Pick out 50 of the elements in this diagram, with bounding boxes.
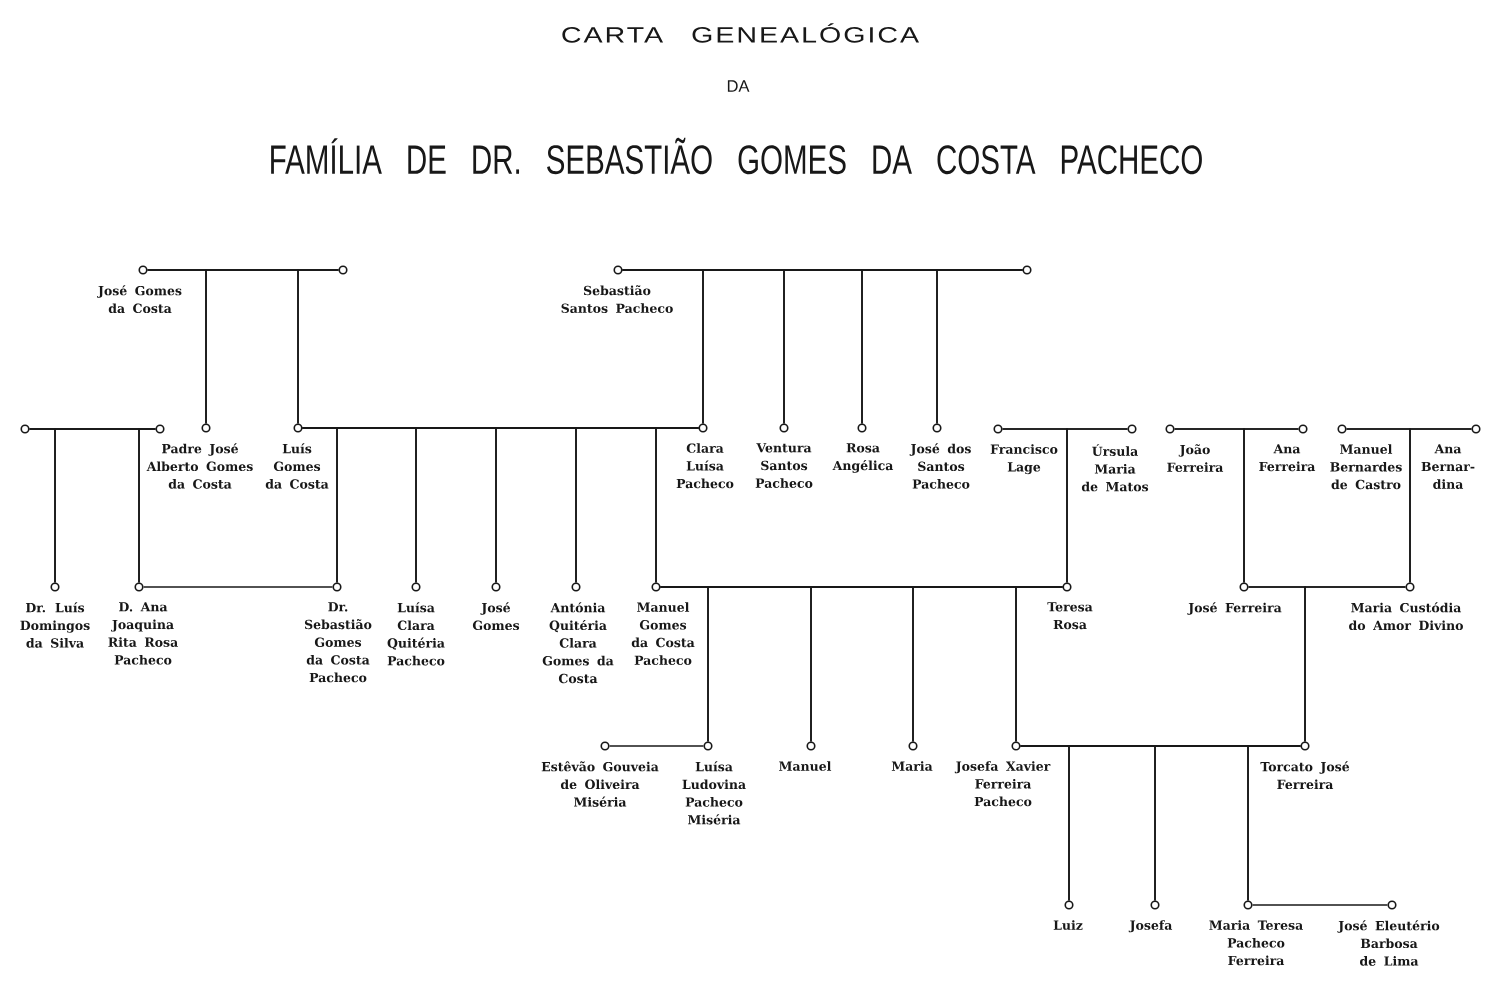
person-name: Manuel Gomes da Costa Pacheco xyxy=(631,602,695,665)
person-name: Luís Gomes da Costa xyxy=(265,443,329,489)
person-name: Manuel Bernardes de Castro xyxy=(1330,444,1402,490)
person-name: José Eleutério Barbosa de Lima xyxy=(1337,920,1440,966)
person-name: Teresa Rosa xyxy=(1047,602,1093,630)
connector-line xyxy=(1015,586,1064,743)
person-name: Josefa Xavier Ferreira Pacheco xyxy=(954,761,1051,807)
connector-line xyxy=(655,427,700,584)
person-name: Dr. Sebastião Gomes da Costa Pacheco xyxy=(304,602,372,683)
connector-line xyxy=(142,586,334,588)
person-name: Luiz xyxy=(1053,920,1083,930)
person-name: José dos Santos Pacheco xyxy=(909,443,971,489)
person-name: Padre José Alberto Gomes da Costa xyxy=(146,443,253,489)
person-name: Ana Ferreira xyxy=(1259,444,1316,472)
person-name: Maria Custódia do Amor Divino xyxy=(1349,602,1463,631)
person-name: Maria xyxy=(891,761,933,771)
connector-line xyxy=(1409,428,1473,584)
person-name: José Ferreira xyxy=(1187,602,1282,615)
person-name: Antónia Quitéria Clara Gomes da Costa xyxy=(542,602,614,684)
person-name: Francisco Lage xyxy=(990,444,1058,475)
person-name: Rosa Angélica xyxy=(832,443,894,473)
person-name: Manuel xyxy=(779,761,832,771)
connector-line xyxy=(1243,428,1300,584)
connector-line xyxy=(138,428,157,584)
person-name: Ventura Santos Pacheco xyxy=(755,443,813,488)
title: CARTA GENEALÓGICA xyxy=(562,23,920,43)
connector-line xyxy=(608,745,705,747)
person-name: Úrsula Maria de Matos xyxy=(1081,444,1149,492)
person-name: Dr. Luís Domingos da Silva xyxy=(20,602,90,648)
person-name: Clara Luísa Pacheco xyxy=(676,443,734,489)
connector-line xyxy=(1251,904,1389,906)
person-name: José Gomes xyxy=(472,602,520,631)
connector-line xyxy=(1066,428,1129,584)
person-name: Luísa Ludovina Pacheco Miséria xyxy=(682,761,746,825)
title-line: FAMÍLIA DE DR. SEBASTIÃO GOMES DA COSTA PACHECO xyxy=(271,137,1202,175)
person-name: João Ferreira xyxy=(1167,444,1224,472)
person-name: Maria Teresa Pacheco Ferreira xyxy=(1209,920,1303,966)
person-name: José Gomes da Costa xyxy=(97,285,182,314)
title-line: DA xyxy=(727,80,750,92)
person-name: Estêvão Gouveia de Oliveira Miséria xyxy=(541,761,659,807)
person-name: Luísa Clara Quitéria Pacheco xyxy=(387,602,445,666)
connector-line xyxy=(1304,586,1407,743)
connector-line xyxy=(297,269,340,425)
person-name: Ana Bernar- dina xyxy=(1421,444,1475,489)
person-name: Josefa xyxy=(1128,920,1173,933)
person-name: Sebastião Santos Pacheco xyxy=(561,285,673,313)
connector-line xyxy=(936,269,1024,425)
person-name: D. Ana Joaquina Rita Rosa Pacheco xyxy=(108,602,178,665)
connector-line xyxy=(1247,745,1302,902)
person-name: Torcato José Ferreira xyxy=(1260,761,1350,790)
